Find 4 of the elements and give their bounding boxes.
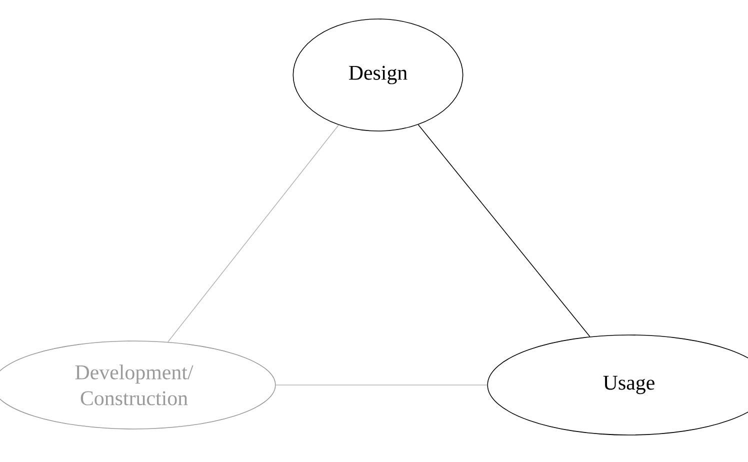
connector-line <box>168 124 340 342</box>
connector-line <box>418 124 590 337</box>
ellipse-node: Design <box>292 18 464 132</box>
connector-line <box>275 384 488 386</box>
